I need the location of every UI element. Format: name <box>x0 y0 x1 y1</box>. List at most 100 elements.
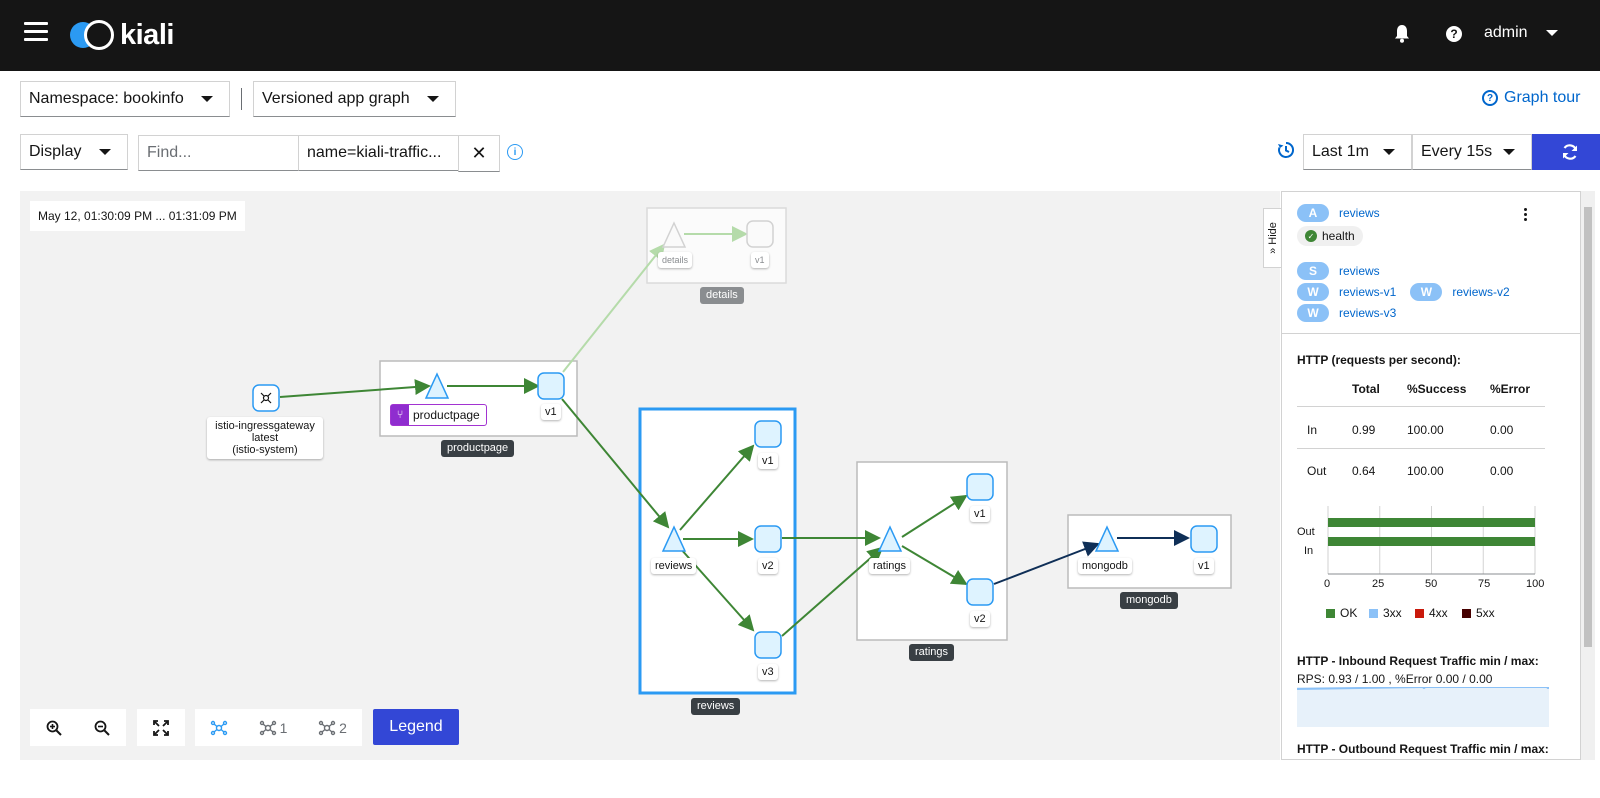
summary-panel: A reviews ✓ health S reviews W reviews-v… <box>1281 191 1581 760</box>
legend-button[interactable]: Legend <box>373 709 459 745</box>
zoom-controls <box>30 709 126 746</box>
productpage-app-badge[interactable]: ⑂ productpage <box>390 404 487 426</box>
workload-link[interactable]: reviews-v3 <box>1339 306 1397 320</box>
ratings-v2-node[interactable] <box>966 578 994 606</box>
reviews-v2-node[interactable] <box>754 525 782 553</box>
clear-hide-button[interactable]: ✕ <box>458 135 500 172</box>
table-cell: 0.99 <box>1352 423 1376 437</box>
mongodb-service-node[interactable] <box>1094 525 1120 552</box>
scrollbar-thumb[interactable] <box>1584 207 1592 647</box>
question-circle-icon[interactable]: ? <box>1444 24 1464 44</box>
bar-tick-label: 0 <box>1324 578 1331 590</box>
bell-icon[interactable] <box>1392 24 1412 44</box>
health-badge[interactable]: ✓ health <box>1297 226 1363 246</box>
topology-icon <box>210 720 228 735</box>
details-v1-node[interactable] <box>746 220 774 248</box>
details-box-label: details <box>700 287 744 304</box>
caret-down-icon <box>1503 149 1515 155</box>
app-link[interactable]: reviews <box>1339 206 1380 220</box>
layout-default-button[interactable] <box>195 709 243 746</box>
health-label: health <box>1322 229 1355 243</box>
fit-to-screen-button[interactable] <box>137 709 185 746</box>
workload-link[interactable]: reviews-v2 <box>1452 285 1510 299</box>
hide-input[interactable] <box>298 135 459 171</box>
bar-category-label: In <box>1304 545 1314 557</box>
details-service-node[interactable] <box>661 221 687 248</box>
toolbar-divider <box>241 88 242 110</box>
productpage-v1-label: v1 <box>541 404 561 420</box>
table-row-label: In <box>1307 423 1318 437</box>
bar-tick-label: 75 <box>1478 578 1491 590</box>
caret-down-icon <box>201 96 213 102</box>
productpage-badge-label: productpage <box>413 408 480 422</box>
productpage-v1-node[interactable] <box>537 372 565 400</box>
gateway-icon <box>260 392 272 404</box>
bar-ok-in <box>1328 537 1535 546</box>
legend-label: 5xx <box>1476 606 1495 620</box>
gateway-node[interactable] <box>252 384 280 412</box>
hide-panel-tab[interactable]: » Hide <box>1263 208 1281 268</box>
masthead: kiali ? admin <box>0 0 1600 71</box>
close-icon: ✕ <box>471 143 487 163</box>
edge-productpage-reviews[interactable] <box>561 398 670 529</box>
double-chevron-icon: » <box>1266 247 1279 254</box>
workload-pill: W <box>1410 283 1443 301</box>
edge-ratingsv2-mongodb[interactable] <box>993 541 1100 585</box>
sync-icon <box>1562 144 1578 160</box>
mongodb-v1-node[interactable] <box>1190 525 1218 553</box>
ratings-service-node[interactable] <box>877 525 903 552</box>
workload-link[interactable]: reviews-v1 <box>1339 285 1397 299</box>
edge-v3-ratings[interactable] <box>781 546 884 637</box>
layout-2-button[interactable]: 2 <box>303 709 362 746</box>
topology-icon <box>259 720 276 735</box>
edge-ratings-v1[interactable] <box>901 494 968 538</box>
graph-type-select[interactable]: Versioned app graph <box>253 81 456 117</box>
http-bar-chart <box>1327 506 1536 575</box>
edge-gateway-productpage[interactable] <box>279 379 431 398</box>
http-title: HTTP (requests per second): <box>1297 353 1461 367</box>
zoom-in-button[interactable] <box>30 709 78 746</box>
find-input[interactable] <box>138 135 299 171</box>
panel-divider <box>1282 333 1580 334</box>
user-menu[interactable]: admin <box>1484 24 1558 42</box>
reviews-service-node[interactable] <box>661 525 687 552</box>
reviews-v1-node[interactable] <box>754 420 782 448</box>
hamburger-icon[interactable] <box>24 22 48 46</box>
workload-row-2: W reviews-v3 <box>1297 304 1396 322</box>
layout-1-button[interactable]: 1 <box>243 709 303 746</box>
kiali-logo[interactable]: kiali <box>70 17 174 53</box>
edge-ratings-v2[interactable] <box>901 545 968 586</box>
display-select[interactable]: Display <box>20 134 128 170</box>
edge-reviews-v1[interactable] <box>679 444 755 531</box>
refresh-button[interactable] <box>1532 134 1600 170</box>
table-cell: 100.00 <box>1407 423 1444 437</box>
bar-ok-out <box>1328 518 1535 527</box>
graph-tour-link[interactable]: ? Graph tour <box>1482 89 1580 107</box>
edge-productpage-details[interactable] <box>562 243 666 373</box>
kebab-menu-icon[interactable] <box>1524 208 1530 221</box>
bar-category-label: Out <box>1297 526 1315 538</box>
reviews-box-label: reviews <box>691 698 741 715</box>
table-cell: 0.00 <box>1490 423 1514 437</box>
productpage-service-node[interactable] <box>424 372 450 399</box>
details-v1-label: v1 <box>751 252 769 268</box>
workload-row-1: W reviews-v1 W reviews-v2 <box>1297 283 1510 301</box>
service-pill: S <box>1297 262 1329 280</box>
time-range-select[interactable]: Last 1m <box>1303 134 1412 170</box>
refresh-interval-select[interactable]: Every 15s <box>1412 134 1532 170</box>
zoom-out-button[interactable] <box>78 709 126 746</box>
reviews-v3-node[interactable] <box>754 631 782 659</box>
table-row-label: Out <box>1307 464 1327 478</box>
legend-swatch <box>1462 608 1471 618</box>
gateway-version: latest <box>251 432 279 444</box>
ratings-v1-node[interactable] <box>966 473 994 501</box>
info-icon[interactable]: i <box>507 144 523 160</box>
service-link[interactable]: reviews <box>1339 264 1380 278</box>
namespace-select[interactable]: Namespace: bookinfo <box>20 81 230 117</box>
panel-scrollbar[interactable] <box>1581 191 1595 760</box>
legend-swatch <box>1369 608 1378 618</box>
topology-icon <box>318 720 336 735</box>
kiali-logo-icon <box>70 18 116 52</box>
logo-text: kiali <box>120 18 174 51</box>
code-branch-icon: ⑂ <box>391 405 409 425</box>
